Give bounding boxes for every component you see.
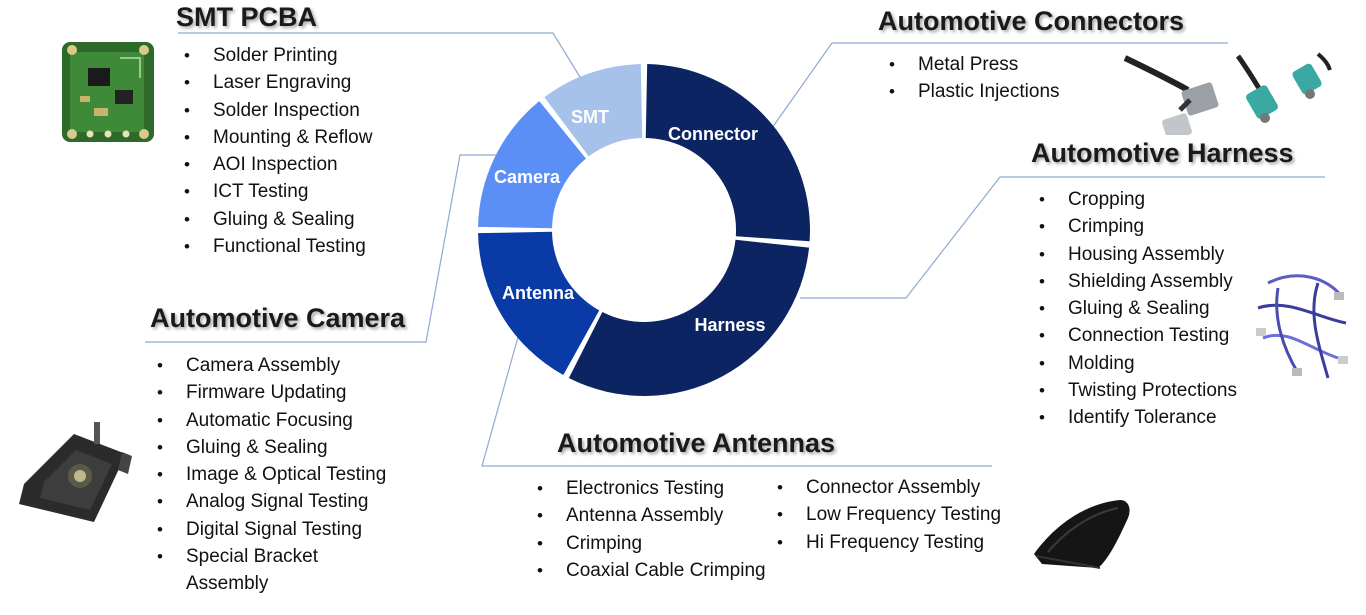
donut-label-antenna: Antenna — [502, 283, 575, 303]
list-item: AOI Inspection — [184, 151, 372, 179]
list-item: Crimping — [537, 530, 766, 558]
list-item: Hi Frequency Testing — [777, 529, 1001, 557]
list-item: Crimping — [1039, 213, 1237, 241]
harness-title: Automotive Harness — [1031, 138, 1294, 168]
antennas-process-list-right: Connector AssemblyLow Frequency TestingH… — [777, 474, 1001, 556]
list-item: Metal Press — [889, 51, 1060, 79]
leader-line-camera — [145, 154, 505, 343]
wire-harness-icon — [1256, 274, 1348, 379]
list-item: Housing Assembly — [1039, 241, 1237, 269]
pcb-board-icon — [62, 42, 154, 142]
list-item: Identify Tolerance — [1039, 404, 1237, 432]
connector-parts-icon — [1123, 52, 1332, 135]
smt-process-list: Solder PrintingLaser EngravingSolder Ins… — [184, 42, 372, 261]
list-item: Mounting & Reflow — [184, 124, 372, 152]
donut-label-connector: Connector — [668, 124, 758, 144]
list-item: Coaxial Cable Crimping — [537, 557, 766, 585]
leader-line-harness — [800, 176, 1325, 299]
list-item: Gluing & Sealing — [184, 206, 372, 234]
list-item: Analog Signal Testing — [157, 488, 386, 516]
list-item: Antenna Assembly — [537, 502, 766, 530]
list-item: Electronics Testing — [537, 475, 766, 503]
connectors-title: Automotive Connectors — [878, 6, 1185, 36]
donut-segment-connector — [645, 64, 810, 242]
list-item: Firmware Updating — [157, 379, 386, 407]
camera-module-icon — [19, 422, 132, 522]
donut-label-camera: Camera — [494, 167, 561, 187]
list-item: Cropping — [1039, 186, 1237, 214]
harness-process-list: CroppingCrimpingHousing AssemblyShieldin… — [1039, 186, 1237, 432]
donut-segment-smt — [544, 64, 643, 157]
list-item: Connection Testing — [1039, 322, 1237, 350]
list-item: Gluing & Sealing — [1039, 295, 1237, 323]
list-item: Twisting Protections — [1039, 377, 1237, 405]
list-item: Shielding Assembly — [1039, 268, 1237, 296]
list-item: Special Bracket Assembly — [157, 543, 346, 598]
list-item: Connector Assembly — [777, 474, 1001, 502]
list-item: Solder Printing — [184, 42, 372, 70]
antennas-process-list-left: Electronics TestingAntenna AssemblyCrimp… — [537, 475, 766, 584]
leader-lines — [145, 32, 1325, 467]
list-item: Plastic Injections — [889, 78, 1060, 106]
smt-title: SMT PCBA — [176, 2, 317, 32]
list-item: Molding — [1039, 350, 1237, 378]
donut-segment-antenna — [478, 231, 600, 376]
list-item: Laser Engraving — [184, 69, 372, 97]
list-item: Gluing & Sealing — [157, 434, 386, 462]
list-item: ICT Testing — [184, 178, 372, 206]
connectors-process-list: Metal PressPlastic Injections — [889, 51, 1060, 106]
list-item: Functional Testing — [184, 233, 372, 261]
camera-title: Automotive Camera — [150, 303, 406, 333]
camera-process-list: Camera AssemblyFirmware UpdatingAutomati… — [157, 352, 386, 598]
list-item: Low Frequency Testing — [777, 501, 1001, 529]
leader-line-smt — [178, 32, 584, 83]
list-item: Solder Inspection — [184, 97, 372, 125]
leader-line-connectors — [771, 42, 1228, 129]
list-item: Digital Signal Testing — [157, 516, 386, 544]
leader-line-antennas — [481, 336, 992, 467]
list-item: Camera Assembly — [157, 352, 386, 380]
list-item: Automatic Focusing — [157, 407, 386, 435]
donut-label-harness: Harness — [694, 315, 765, 335]
shark-fin-antenna-icon — [1034, 500, 1130, 569]
donut-label-smt: SMT — [571, 107, 609, 127]
donut-segment-camera — [478, 101, 586, 229]
antennas-title: Automotive Antennas — [557, 428, 836, 458]
donut-segment-harness — [568, 239, 810, 397]
donut-chart — [478, 64, 810, 397]
list-item: Image & Optical Testing — [157, 461, 386, 489]
